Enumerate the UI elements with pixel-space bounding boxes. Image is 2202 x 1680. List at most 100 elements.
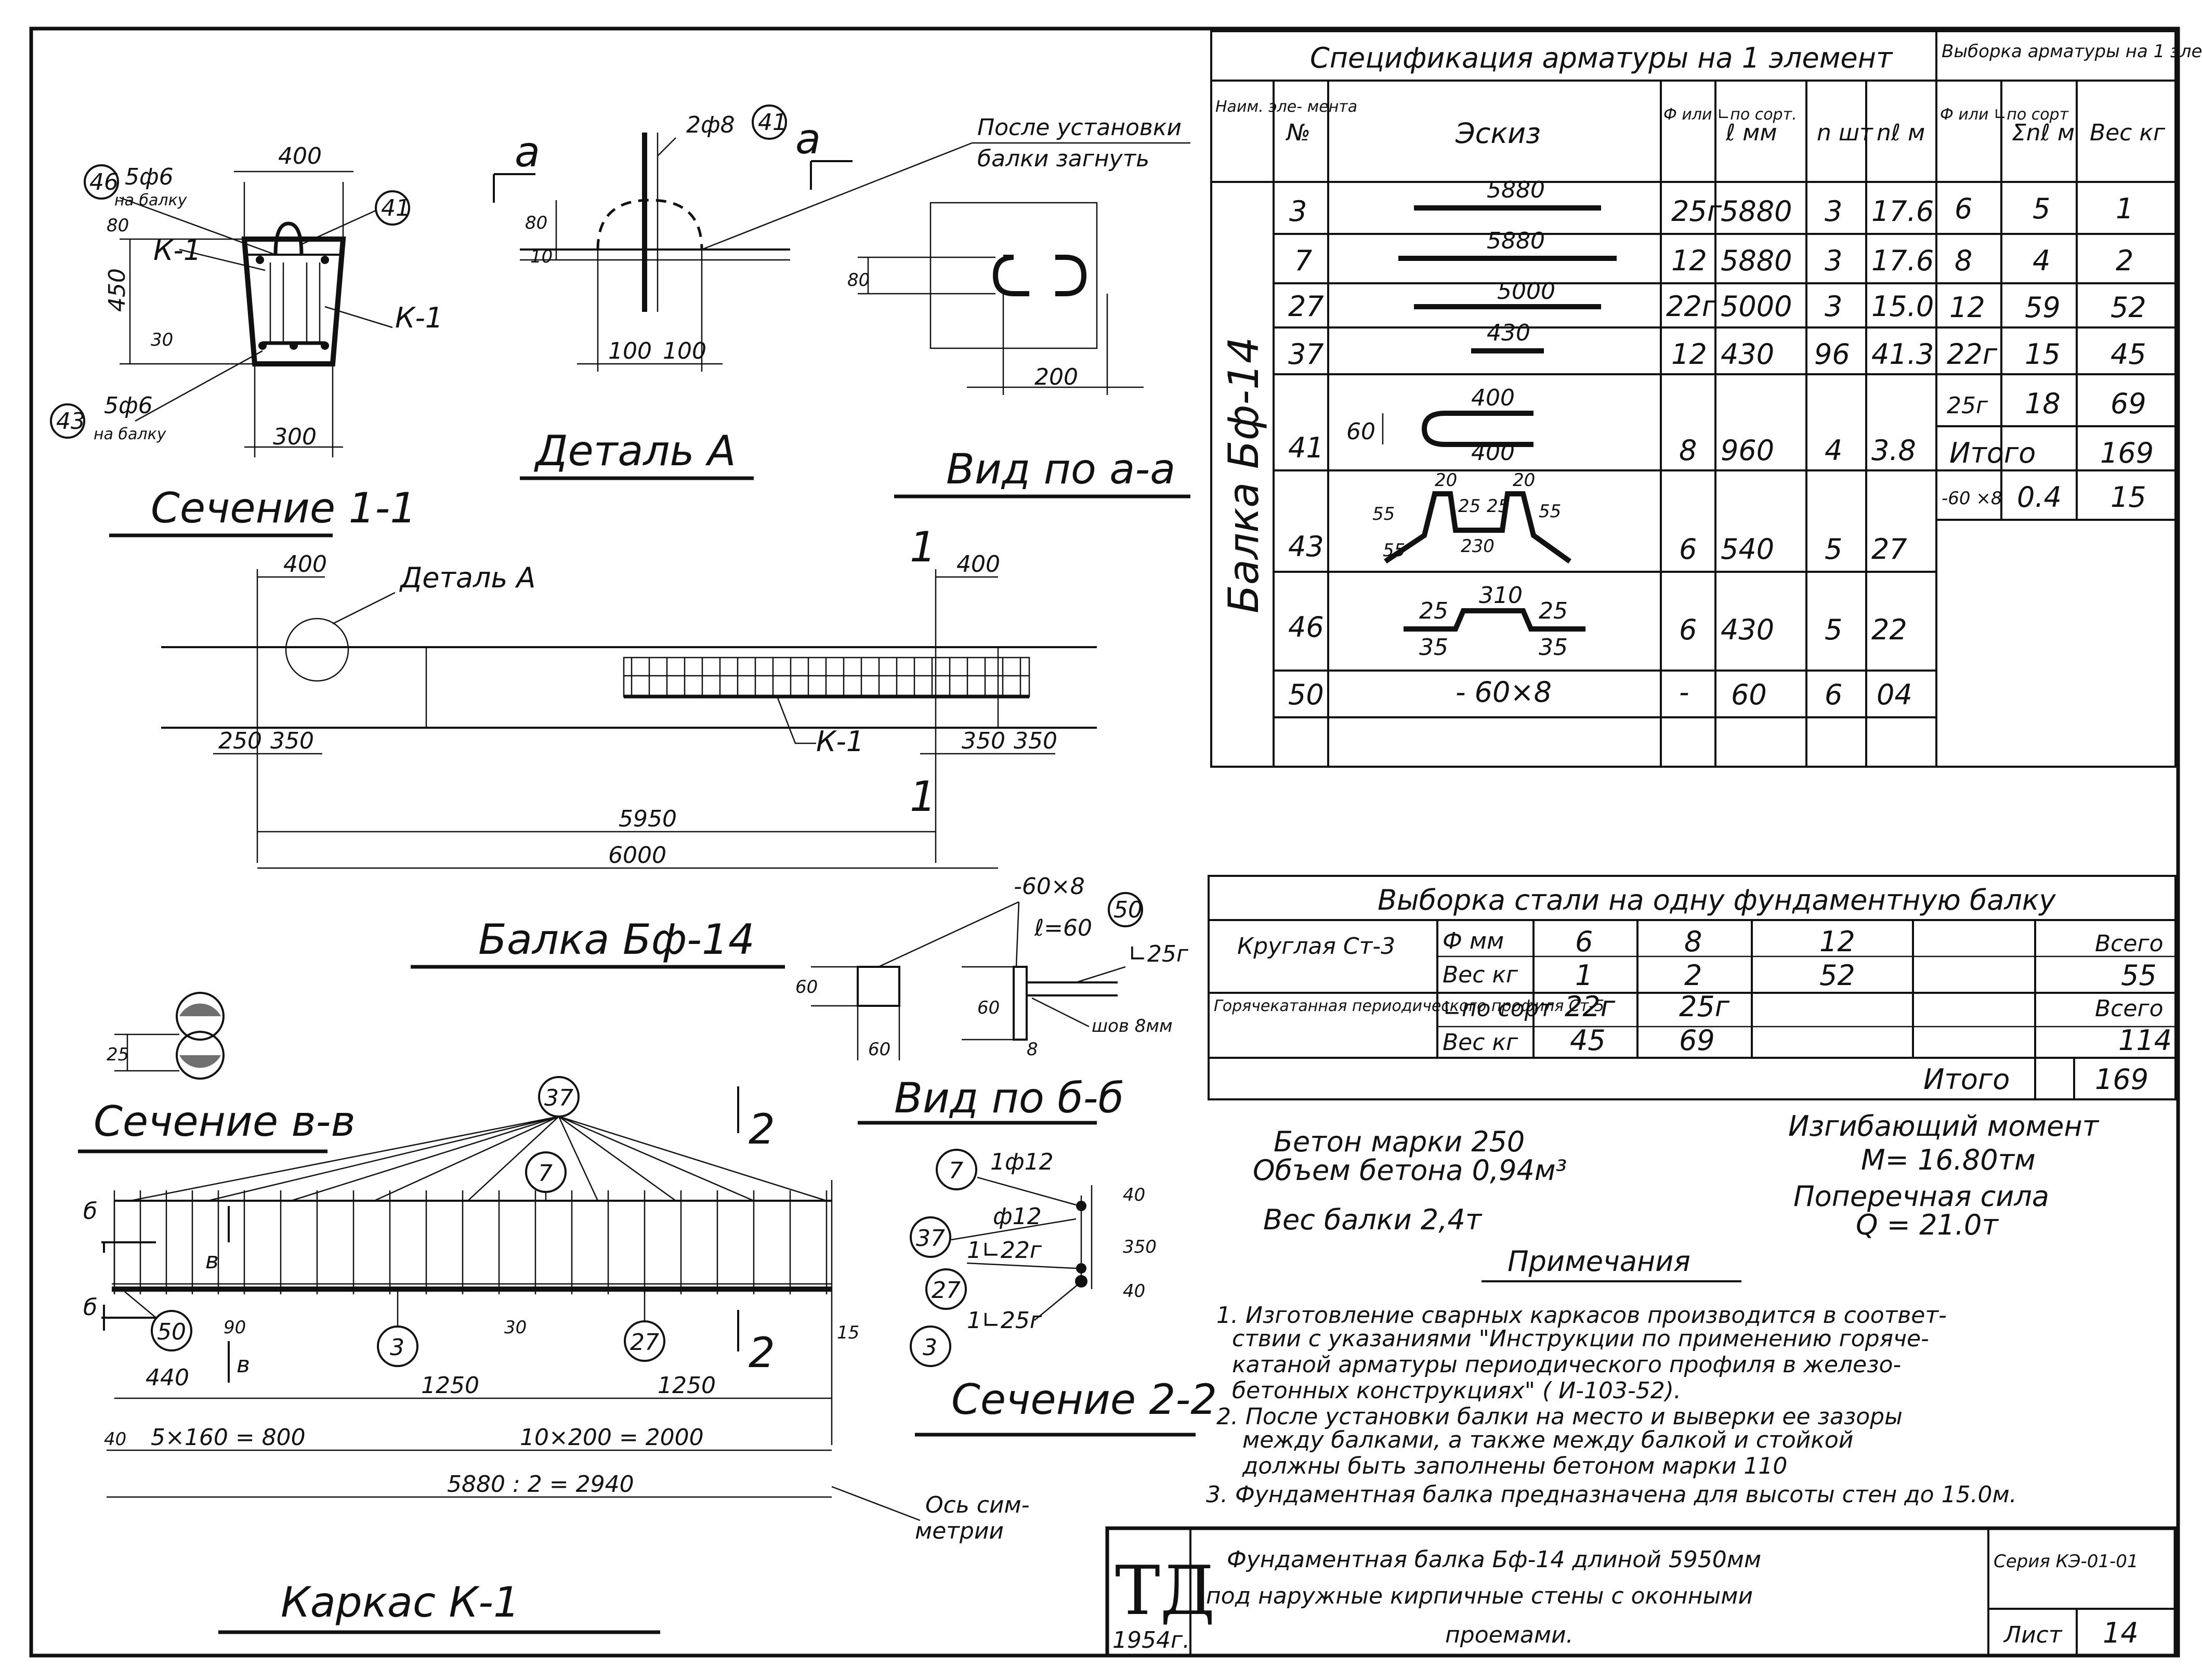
svg-text:Круглая Ст-3: Круглая Ст-3: [1237, 933, 1395, 960]
svg-text:10×200 = 2000: 10×200 = 2000: [520, 1424, 704, 1451]
svg-text:-: -: [1679, 676, 1689, 708]
svg-text:46: 46: [89, 169, 119, 195]
svg-text:114: 114: [2118, 1024, 2172, 1057]
svg-text:40: 40: [104, 1429, 126, 1450]
view-a-a-caption: Вид по а-а: [946, 445, 1175, 493]
svg-text:1: 1: [910, 523, 936, 571]
detail-a: 80 10 100 100 а а 2ф8 41 После установки…: [493, 104, 1190, 480]
svg-text:90: 90: [224, 1317, 246, 1338]
svg-text:5880 : 2 = 2940: 5880 : 2 = 2940: [447, 1471, 634, 1498]
svg-text:3: 3: [390, 1334, 404, 1361]
svg-text:1∟22г: 1∟22г: [967, 1237, 1042, 1264]
steel-table-title: Выборка стали на одну фундаментную балку: [1378, 884, 2056, 916]
view-a-a: 80 200 Вид по а-а: [847, 202, 1190, 498]
svg-text:8: 8: [1679, 434, 1697, 467]
svg-text:55: 55: [1383, 540, 1405, 561]
svg-text:22г: 22г: [1947, 338, 1998, 371]
svg-text:-60×8: -60×8: [1014, 873, 1085, 900]
svg-text:59: 59: [2025, 291, 2061, 324]
spec-row: 46 310 25 25 35 35 6 430 5 22: [1288, 582, 1907, 661]
svg-text:б: б: [83, 1294, 97, 1321]
svg-text:540: 540: [1721, 533, 1774, 566]
svg-text:а: а: [515, 128, 540, 176]
spec-side-rows: 6 5 1 8 4 2 12 59 52 22г 15 45 25г 18 69…: [1942, 192, 2154, 514]
notes-title: Примечания: [1508, 1245, 1690, 1278]
svg-text:-60 ×8: -60 ×8: [1942, 488, 2002, 509]
leader-line: [467, 1116, 559, 1201]
svg-text:350: 350: [1014, 728, 1057, 754]
svg-text:5: 5: [2033, 192, 2050, 225]
svg-text:200: 200: [1034, 364, 1078, 390]
svg-text:Всего: Всего: [2095, 995, 2163, 1022]
svg-text:60: 60: [977, 998, 1000, 1018]
view-b-b-caption: Вид по б-б: [894, 1074, 1124, 1122]
svg-text:43: 43: [1288, 530, 1324, 563]
svg-text:Поперечная сила: Поперечная сила: [1793, 1180, 2049, 1213]
svg-text:7: 7: [1294, 244, 1312, 277]
svg-text:22: 22: [1871, 613, 1907, 646]
svg-text:14: 14: [2103, 1617, 2139, 1649]
leader-line: [374, 1115, 559, 1202]
spec-side-title: Выборка арматуры на 1 элемент: [1942, 41, 2202, 62]
svg-text:5×160 = 800: 5×160 = 800: [151, 1424, 306, 1451]
spec-element-name: Балка Бф-14: [1220, 337, 1268, 613]
svg-text:41: 41: [1288, 431, 1324, 464]
svg-text:2: 2: [749, 1105, 775, 1153]
svg-text:Q = 21.0т: Q = 21.0т: [1856, 1209, 1999, 1241]
svg-text:30: 30: [151, 330, 173, 350]
svg-text:6: 6: [1955, 192, 1972, 225]
spec-header-len: ℓ мм: [1725, 120, 1777, 146]
svg-text:25: 25: [107, 1044, 129, 1065]
svg-text:Объем бетона 0,94м³: Объем бетона 0,94м³: [1253, 1154, 1567, 1187]
svg-text:проемами.: проемами.: [1445, 1622, 1574, 1648]
svg-text:8: 8: [1684, 925, 1702, 958]
leader-line: [207, 1115, 559, 1202]
svg-text:6: 6: [1575, 925, 1593, 958]
svg-text:должны быть заполнены бетоном: должны быть заполнены бетоном марки 110: [1242, 1453, 1787, 1479]
svg-text:69: 69: [2111, 387, 2146, 420]
svg-text:300: 300: [273, 424, 317, 450]
svg-text:12: 12: [1671, 338, 1707, 371]
svg-text:3: 3: [1825, 195, 1842, 228]
svg-text:250: 250: [218, 728, 262, 754]
svg-text:3: 3: [923, 1334, 937, 1361]
svg-text:Всего: Всего: [2095, 930, 2163, 957]
svg-text:25: 25: [1419, 598, 1448, 624]
svg-text:430: 430: [1721, 613, 1774, 646]
svg-text:50: 50: [1288, 678, 1324, 711]
svg-text:96: 96: [1814, 338, 1850, 371]
svg-text:5880: 5880: [1721, 195, 1792, 228]
svg-text:5: 5: [1825, 533, 1842, 566]
svg-text:37: 37: [1288, 338, 1324, 371]
svg-text:350: 350: [1123, 1237, 1157, 1257]
svg-text:10: 10: [530, 246, 553, 267]
svg-text:40: 40: [1123, 1185, 1145, 1205]
svg-text:Серия КЭ-01-01: Серия КЭ-01-01: [1994, 1551, 2139, 1572]
svg-text:1954г.: 1954г.: [1112, 1627, 1190, 1653]
spec-row: 3 5880 25г 5880 3 17.6: [1289, 177, 1934, 228]
spec-header-dia: Ф или ∟по сорт.: [1663, 106, 1797, 124]
svg-text:25: 25: [1487, 496, 1509, 517]
svg-text:55: 55: [1372, 504, 1395, 524]
svg-text:35: 35: [1419, 634, 1448, 661]
svg-text:в: в: [205, 1248, 219, 1274]
svg-text:Ось сим-: Ось сим-: [925, 1492, 1030, 1518]
svg-text:12: 12: [1671, 244, 1707, 277]
svg-text:25г: 25г: [1679, 990, 1730, 1023]
svg-text:20: 20: [1435, 470, 1457, 491]
svg-text:б: б: [83, 1198, 97, 1225]
svg-text:41: 41: [381, 195, 410, 221]
svg-text:27: 27: [630, 1329, 659, 1356]
svg-text:шов 8мм: шов 8мм: [1092, 1016, 1173, 1036]
spec-header-name: Наим. эле- мента: [1215, 98, 1357, 116]
svg-text:8: 8: [1955, 244, 1972, 277]
svg-text:М= 16.80тм: М= 16.80тм: [1861, 1144, 2036, 1176]
beam-stirrups: [631, 658, 1021, 697]
view-b-b: 60 60 60 8 -60×8 ℓ=60 50 ∟25г шов 8мм Ви…: [795, 873, 1189, 1125]
svg-text:3. Фундаментная балка предназн: 3. Фундаментная балка предназначена для …: [1206, 1481, 2017, 1508]
svg-text:0.4: 0.4: [2017, 481, 2062, 514]
svg-text:1∟25г: 1∟25г: [967, 1307, 1042, 1334]
svg-text:под наружные кирпичные стены с: под наружные кирпичные стены с оконными: [1206, 1583, 1753, 1609]
karkas-stirrups: [113, 1190, 828, 1294]
